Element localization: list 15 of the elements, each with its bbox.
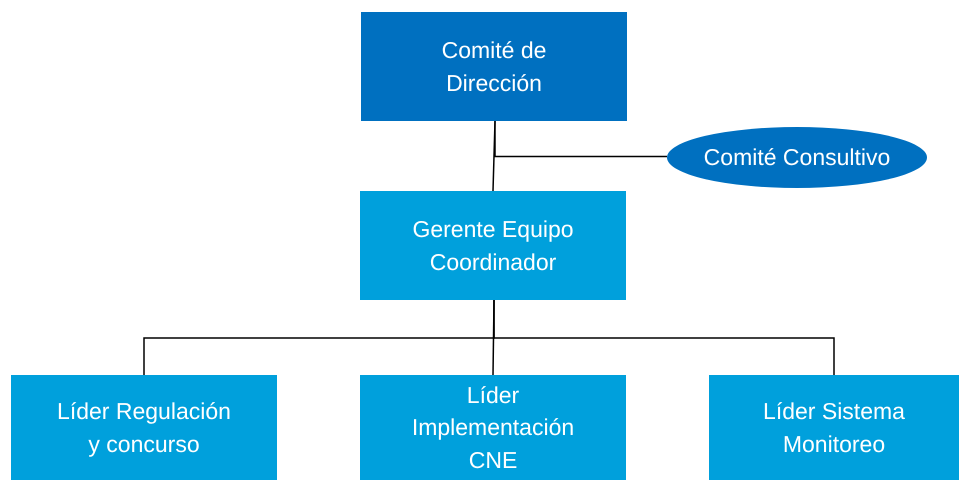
connector-line xyxy=(492,120,496,192)
connector-line xyxy=(494,121,667,158)
node-label: Comité de Dirección xyxy=(440,36,548,98)
org-box xyxy=(709,375,959,480)
connector-line xyxy=(492,300,495,376)
node-label: Gerente Equipo Coordinador xyxy=(411,215,575,276)
node-label: Líder Sistema Monitoreo xyxy=(762,397,906,458)
org-box xyxy=(360,191,626,300)
org-box xyxy=(360,375,626,480)
node-label: Líder Implementación CNE xyxy=(410,381,576,475)
node-label: Comité Consultivo xyxy=(704,143,890,172)
org-box xyxy=(11,375,277,480)
connector-line xyxy=(493,300,835,375)
node-label: Líder Regulación y concurso xyxy=(56,397,232,459)
org-box xyxy=(361,12,627,121)
